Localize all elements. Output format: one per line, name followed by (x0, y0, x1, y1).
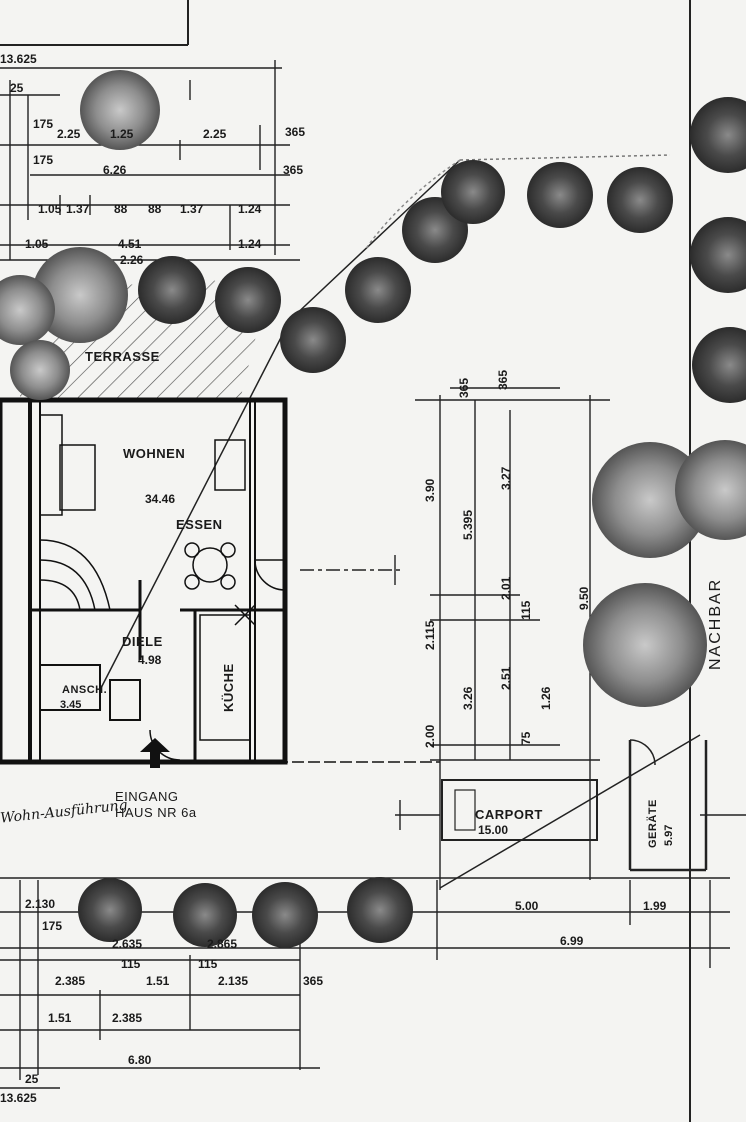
tree (215, 267, 281, 333)
room-area-ansch: 3.45 (60, 699, 82, 711)
dim-label: 1.51 (48, 1011, 72, 1025)
dim-label: 2.865 (207, 937, 238, 951)
tree (80, 70, 160, 150)
dim-label: 3.27 (499, 466, 513, 490)
tree (345, 257, 411, 323)
tree (10, 340, 70, 400)
room-area-carport: 15.00 (478, 823, 509, 837)
dim-label: 175 (42, 919, 63, 933)
dim-label: 13.625 (0, 1091, 37, 1105)
tree (527, 162, 593, 228)
dim-label: 9.50 (577, 586, 591, 610)
tree (690, 97, 746, 173)
dim-label: 175 (33, 117, 54, 131)
dim-label: 75 (519, 731, 533, 745)
tree (692, 327, 746, 403)
room-area-geraete: 5.97 (663, 824, 675, 846)
dim-label: 365 (496, 369, 510, 390)
dim-label: 1.05 (38, 202, 62, 216)
dim-label: 4.51 (118, 237, 142, 251)
dim-label: 2.25 (203, 127, 227, 141)
dining-table (184, 542, 236, 590)
trees (0, 70, 746, 948)
tree (690, 217, 746, 293)
dim-label: 1.51 (146, 974, 170, 988)
room-label-diele: DIELE (122, 634, 163, 649)
room-label-wohnen: WOHNEN (123, 446, 186, 461)
house-walls (0, 397, 440, 765)
room-area-diele: 4.98 (138, 653, 162, 667)
dim-label: 5.395 (461, 509, 475, 540)
dim-label: 6.26 (103, 163, 127, 177)
dim-label: 6.99 (560, 934, 584, 948)
tree (138, 256, 206, 324)
tree (32, 247, 128, 343)
dim-label: 365 (457, 377, 471, 398)
dim-label: 1.25 (110, 127, 134, 141)
tree (78, 878, 142, 942)
dim-label: 3.26 (461, 686, 475, 710)
dim-label: 1.24 (238, 202, 262, 216)
entrance-address: HAUS NR 6a (115, 805, 197, 820)
dim-label: 115 (198, 957, 218, 971)
tree (347, 877, 413, 943)
room-label-terrasse: TERRASSE (85, 349, 160, 364)
dim-label: 2.01 (499, 576, 513, 600)
dim-label: 2.135 (218, 974, 249, 988)
tree (252, 882, 318, 948)
dim-label: 5.00 (515, 899, 539, 913)
dim-label: 2.385 (55, 974, 86, 988)
tree (0, 275, 55, 345)
room-label-essen: ESSEN (176, 517, 223, 532)
carport-dimension-lines (300, 387, 746, 890)
tree (441, 160, 505, 224)
tree (675, 440, 746, 540)
dim-label: 1.37 (180, 202, 204, 216)
dim-label: 175 (33, 153, 54, 167)
dim-label: 365 (283, 163, 304, 177)
top-frame (0, 0, 691, 1122)
dim-label: 6.80 (128, 1053, 152, 1067)
dim-label: 25 (10, 81, 24, 95)
dim-label: 115 (121, 957, 141, 971)
dim-label: 2.115 (423, 620, 437, 650)
dim-label: 365 (285, 125, 306, 139)
dim-label: 2.385 (112, 1011, 143, 1025)
dim-label: 1.05 (25, 237, 49, 251)
room-area-wohnen: 34.46 (145, 492, 176, 506)
dim-label: 25 (25, 1072, 39, 1086)
tree (173, 883, 237, 947)
room-label-geraete: GERÄTE (647, 799, 659, 848)
dim-label: 1.24 (238, 237, 262, 251)
dim-label: 2.25 (57, 127, 81, 141)
dim-label: 115 (519, 600, 533, 620)
dim-label: 1.26 (539, 686, 553, 710)
bottom-dimension-lines (0, 877, 730, 1089)
room-label-kueche: KÜCHE (221, 663, 236, 712)
dim-label: 2.130 (25, 897, 56, 911)
tree (607, 167, 673, 233)
tree (583, 583, 707, 707)
dim-label: 1.37 (66, 202, 90, 216)
dim-label: 2.635 (112, 937, 143, 951)
tree (280, 307, 346, 373)
entrance-label: EINGANG (115, 789, 179, 804)
dim-label: 2.51 (499, 666, 513, 690)
room-label-ansch: ANSCH. (62, 684, 108, 696)
dim-label: 88 (114, 202, 128, 216)
dim-label: 2.26 (120, 253, 144, 267)
property-boundary (99, 154, 701, 889)
dim-label: 3.90 (423, 478, 437, 502)
dim-label: 1.99 (643, 899, 667, 913)
entrance-arrow-icon (140, 738, 170, 768)
label-nachbar: NACHBAR (707, 577, 724, 670)
dim-label: 88 (148, 202, 162, 216)
dim-label: 365 (303, 974, 324, 988)
room-label-carport: CARPORT (475, 807, 543, 822)
dim-label: 13.625 (0, 52, 37, 66)
dim-label: 2.00 (423, 724, 437, 748)
